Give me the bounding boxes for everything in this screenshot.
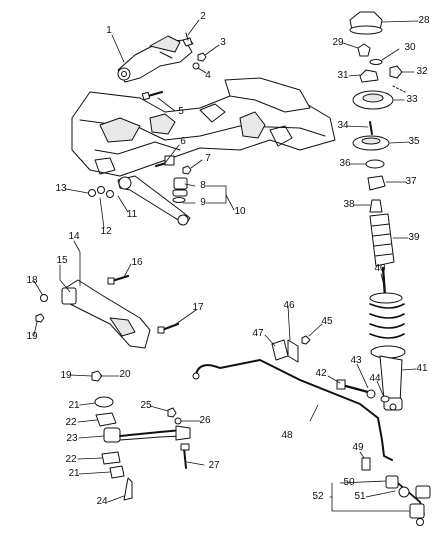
callout-36: 36	[339, 158, 351, 169]
upper-control-arm	[117, 35, 194, 83]
callout-43: 43	[350, 355, 362, 366]
callout-33: 33	[406, 94, 418, 105]
callout-44: 44	[369, 373, 381, 384]
stabilizer-bar	[192, 359, 393, 461]
callout-11: 11	[126, 209, 138, 220]
callout-9: 9	[200, 197, 206, 208]
bolt-6-nut-7	[154, 155, 192, 175]
callout-23: 23	[66, 433, 78, 444]
callout-12: 12	[100, 226, 112, 237]
callout-46: 46	[283, 300, 295, 311]
leader-lines	[33, 19, 419, 512]
lower-shock-bolts	[336, 379, 390, 403]
callout-20: 20	[119, 369, 131, 380]
callout-6: 6	[180, 136, 186, 147]
callout-47: 47	[252, 328, 264, 339]
callout-8: 8	[200, 180, 206, 191]
callout-45: 45	[321, 316, 333, 327]
callout-19-lower: 19	[60, 370, 72, 381]
callout-15: 15	[56, 255, 68, 266]
callout-1: 1	[106, 25, 112, 36]
callout-24: 24	[96, 496, 108, 507]
lateral-link-23	[91, 370, 191, 501]
stabilizer-link	[361, 457, 431, 526]
fasteners-top	[182, 32, 207, 70]
shock-absorber-spring	[369, 266, 406, 411]
callout-25: 25	[140, 400, 152, 411]
callout-19-upper: 19	[26, 331, 38, 342]
strut-upper-parts	[352, 121, 395, 267]
callout-4: 4	[205, 70, 211, 81]
callout-14: 14	[68, 231, 80, 242]
callout-28: 28	[418, 15, 430, 26]
callout-50: 50	[343, 477, 355, 488]
strut-mount	[349, 11, 406, 110]
vehicle-frame	[71, 77, 336, 177]
callout-5: 5	[178, 106, 184, 117]
callout-49: 49	[352, 442, 364, 453]
bolt-5	[141, 90, 164, 101]
callout-35: 35	[408, 136, 420, 147]
callout-3: 3	[220, 37, 226, 48]
callout-48: 48	[281, 430, 293, 441]
callout-31: 31	[337, 70, 349, 81]
callout-41: 41	[416, 363, 428, 374]
callout-13: 13	[55, 183, 67, 194]
callout-26: 26	[199, 415, 211, 426]
callout-16: 16	[131, 257, 143, 268]
callout-18: 18	[26, 275, 38, 286]
callout-21-upper: 21	[68, 400, 80, 411]
callout-10: 10	[234, 206, 246, 217]
callout-52: 52	[312, 491, 324, 502]
callout-42: 42	[315, 368, 327, 379]
callout-40: 40	[374, 263, 386, 274]
callout-29: 29	[332, 37, 344, 48]
callout-21-lower: 21	[68, 468, 80, 479]
callout-39: 39	[408, 232, 420, 243]
callout-34: 34	[337, 120, 349, 131]
callout-37: 37	[405, 176, 417, 187]
callout-17: 17	[192, 302, 204, 313]
callout-51: 51	[354, 491, 366, 502]
callout-27: 27	[208, 460, 220, 471]
callout-2: 2	[200, 11, 206, 22]
callout-38: 38	[343, 199, 355, 210]
callout-22-upper: 22	[65, 417, 77, 428]
trailing-arm-14	[35, 274, 180, 349]
callout-22-lower: 22	[65, 454, 77, 465]
callout-7: 7	[205, 153, 211, 164]
callout-32: 32	[416, 66, 428, 77]
stabilizer-bushing	[271, 335, 311, 363]
callout-30: 30	[404, 42, 416, 53]
lower-arm-10	[88, 175, 191, 226]
